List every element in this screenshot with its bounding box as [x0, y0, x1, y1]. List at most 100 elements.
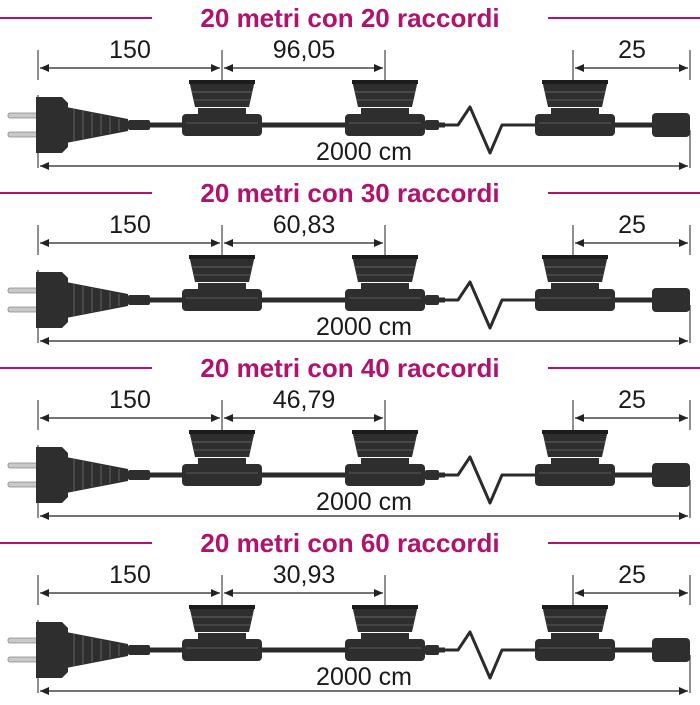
- plug-strain-relief: [66, 107, 128, 143]
- arrowhead: [211, 64, 220, 72]
- socket-neck: [551, 458, 599, 466]
- socket-base: [182, 464, 262, 486]
- socket-cup: [352, 605, 418, 632]
- lead-length-label: 150: [109, 386, 151, 414]
- dimension-total: [40, 687, 688, 695]
- cable-break-icon: [440, 630, 548, 680]
- plug-strain-relief: [66, 457, 128, 493]
- socket-cup: [542, 80, 608, 107]
- socket-cup: [542, 430, 608, 457]
- plug-collar: [128, 295, 150, 305]
- socket-base: [345, 289, 425, 311]
- socket-base: [182, 114, 262, 136]
- arrowhead: [211, 414, 220, 422]
- section-title: 20 metri con 40 raccordi: [200, 353, 499, 383]
- socket-cup: [542, 255, 608, 282]
- arrowhead: [679, 687, 688, 695]
- plug-body: [36, 622, 68, 678]
- lead-length-label: 150: [109, 36, 151, 64]
- socket-neck: [198, 108, 246, 116]
- arrowhead: [224, 589, 233, 597]
- arrowhead: [679, 337, 688, 345]
- socket-cup: [189, 255, 255, 282]
- spacing-label: 60,83: [273, 211, 336, 239]
- cable-clamp: [425, 120, 439, 130]
- cable-clamp: [425, 645, 439, 655]
- socket-icon: [535, 80, 615, 136]
- arrowhead: [40, 337, 49, 345]
- socket-icon: [345, 430, 425, 486]
- arrowhead: [211, 239, 220, 247]
- socket-neck: [361, 283, 409, 291]
- socket-base: [182, 289, 262, 311]
- plug-pin: [7, 287, 39, 294]
- socket-cup: [352, 255, 418, 282]
- plug-collar: [128, 645, 150, 655]
- end-cap-icon: [652, 638, 690, 662]
- socket-base: [345, 639, 425, 661]
- plug-pin: [7, 481, 39, 488]
- arrowhead: [224, 239, 233, 247]
- arrowhead: [679, 512, 688, 520]
- arrowhead: [679, 64, 688, 72]
- arrowhead: [374, 589, 383, 597]
- spacing-label: 96,05: [273, 36, 336, 64]
- socket-neck: [198, 633, 246, 641]
- cable-clamp: [425, 295, 439, 305]
- total-length-label: 2000 cm: [316, 313, 412, 341]
- dimension-tail: [575, 589, 688, 597]
- arrowhead: [575, 239, 584, 247]
- socket-base: [535, 114, 615, 136]
- plug-pin: [7, 112, 39, 119]
- dimension-tail: [575, 64, 688, 72]
- plug-icon: [7, 622, 150, 678]
- plug-collar: [128, 120, 150, 130]
- plug-body: [36, 97, 68, 153]
- socket-icon: [182, 80, 262, 136]
- total-length-label: 2000 cm: [316, 138, 412, 166]
- socket-icon: [182, 255, 262, 311]
- dimension-spacing: [224, 414, 383, 422]
- dimension-tail: [575, 239, 688, 247]
- cable-clamp: [425, 470, 439, 480]
- plug-pin: [7, 131, 39, 138]
- section-title: 20 metri con 30 raccordi: [200, 178, 499, 208]
- section-title: 20 metri con 60 raccordi: [200, 528, 499, 558]
- plug-strain-relief: [66, 282, 128, 318]
- socket-icon: [535, 605, 615, 661]
- arrowhead: [679, 239, 688, 247]
- socket-icon: [535, 430, 615, 486]
- tail-length-label: 25: [618, 211, 646, 239]
- arrowhead: [679, 589, 688, 597]
- spacing-label: 46,79: [273, 386, 336, 414]
- socket-base: [345, 464, 425, 486]
- socket-cup: [352, 80, 418, 107]
- plug-pin: [7, 656, 39, 663]
- dimension-spacing: [224, 589, 383, 597]
- socket-icon: [345, 80, 425, 136]
- dimension-total: [40, 337, 688, 345]
- socket-cup: [352, 430, 418, 457]
- arrowhead: [40, 64, 49, 72]
- socket-cup: [189, 605, 255, 632]
- arrowhead: [40, 589, 49, 597]
- plug-pin: [7, 306, 39, 313]
- arrowhead: [224, 414, 233, 422]
- socket-icon: [182, 605, 262, 661]
- total-length-label: 2000 cm: [316, 663, 412, 691]
- dimension-tail: [575, 414, 688, 422]
- socket-icon: [182, 430, 262, 486]
- arrowhead: [374, 239, 383, 247]
- cable-break-icon: [440, 280, 548, 330]
- dimension-lead: [40, 414, 220, 422]
- arrowhead: [40, 687, 49, 695]
- socket-cup: [542, 605, 608, 632]
- socket-icon: [535, 255, 615, 311]
- dimension-total: [40, 512, 688, 520]
- end-cap-icon: [652, 288, 690, 312]
- total-length-label: 2000 cm: [316, 488, 412, 516]
